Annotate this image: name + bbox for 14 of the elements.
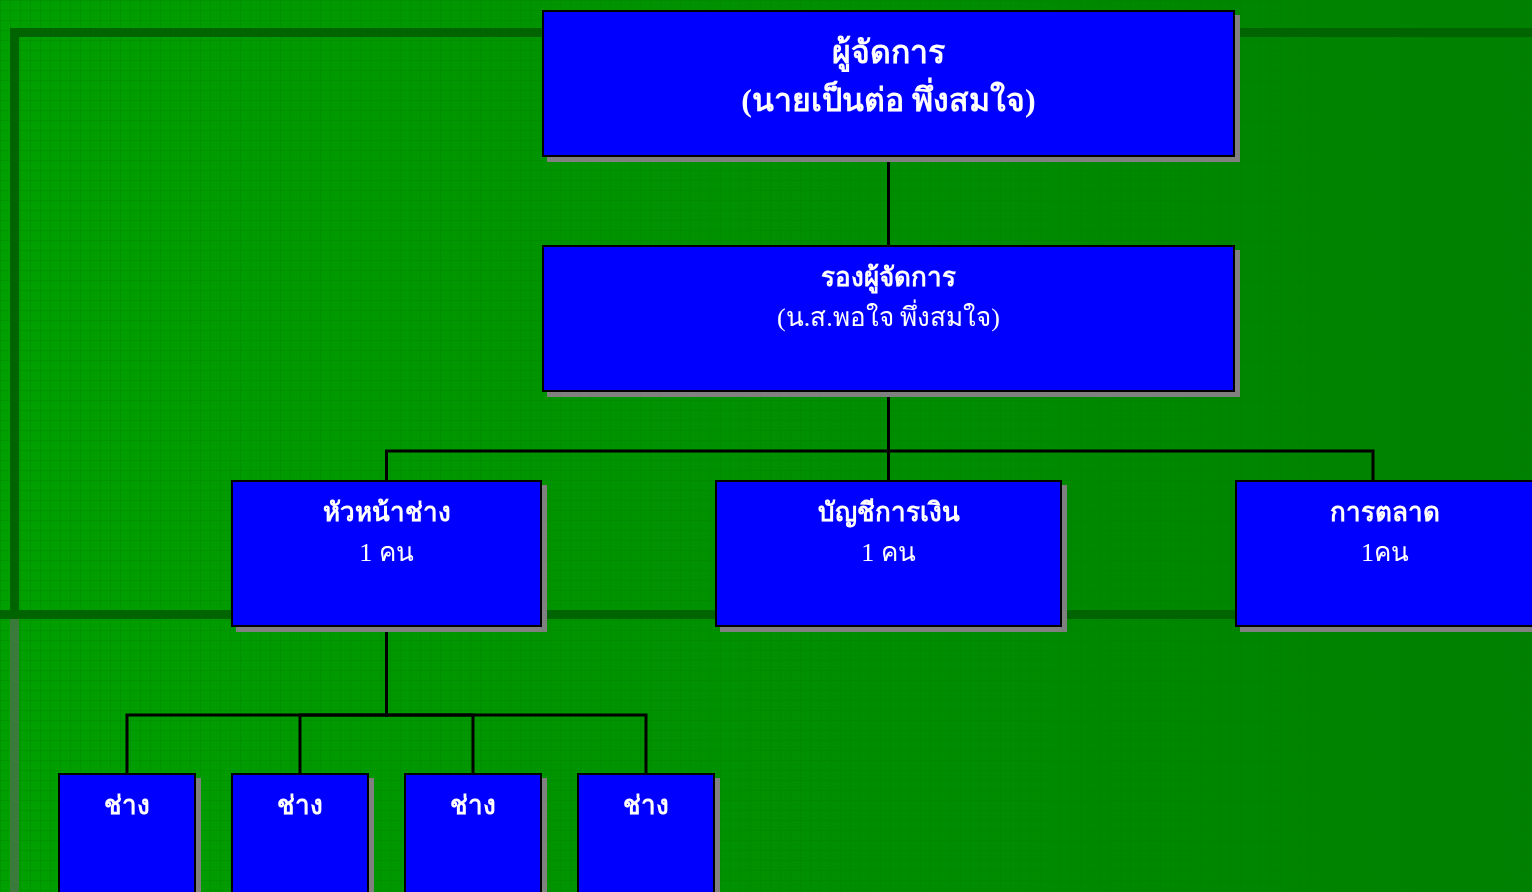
position-detail: (นายเป็นต่อ พึ่งสมใจ) [741,79,1036,122]
position-title: การตลาด [1330,497,1440,529]
position-detail: 1 คน [861,536,916,569]
position-title: ช่าง [623,790,669,822]
position-detail: (น.ส.พอใจ พึ่งสมใจ) [777,300,1000,335]
position-title: หัวหน้าช่าง [322,497,451,529]
position-detail: 1คน [1361,536,1409,569]
position-title: ช่าง [277,790,323,822]
position-title: ผู้จัดการ [832,33,945,74]
position-detail: 1 คน [359,536,414,569]
position-title: บัญชีการเงิน [817,497,960,530]
position-title: ช่าง [450,790,496,822]
position-title: ช่าง [104,790,150,822]
position-title: รองผู้จัดการ [821,262,956,295]
